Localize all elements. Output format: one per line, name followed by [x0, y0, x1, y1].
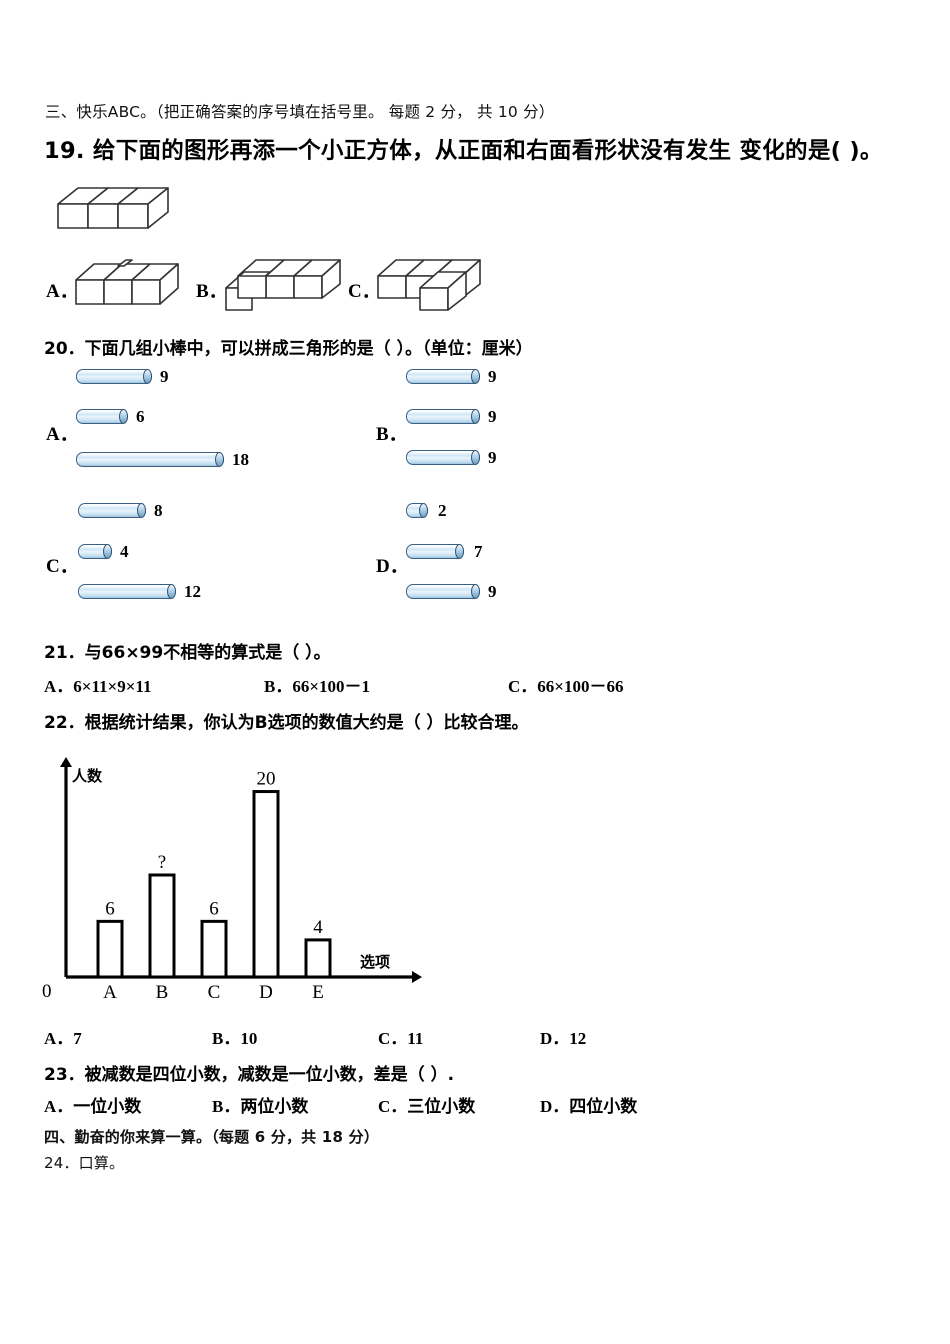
stick-d-2: [406, 544, 464, 559]
svg-text:4: 4: [313, 917, 323, 938]
stick-c-3-label: 12: [184, 582, 201, 601]
question-24-stem: 24．口算。: [44, 1154, 125, 1172]
q20-option-d-letter[interactable]: D．: [376, 556, 409, 577]
stick-d-2-label: 7: [474, 542, 483, 561]
stick-a-2-label: 6: [136, 407, 145, 426]
stick-b-1: [406, 369, 480, 384]
stick-a-3: [76, 452, 224, 467]
stick-a-3-label: 18: [232, 450, 249, 469]
q19-base-figure: [56, 182, 176, 238]
q23-option-c[interactable]: C．三位小数: [378, 1097, 476, 1116]
svg-text:D: D: [259, 982, 273, 1003]
q19-option-c-figure[interactable]: [376, 254, 492, 316]
question-21-stem: 21．与66×99不相等的算式是（ ）。: [44, 643, 331, 663]
stick-d-1: [406, 503, 428, 518]
q19-option-c-letter[interactable]: C．: [348, 281, 381, 302]
question-20-stem: 20．下面几组小棒中，可以拼成三角形的是（ ）。（单位：厘米）: [44, 339, 533, 359]
question-22-stem: 22．根据统计结果，你认为B选项的数值大约是（ ）比较合理。: [44, 713, 529, 733]
q19-option-b-letter[interactable]: B．: [196, 281, 228, 302]
svg-text:?: ?: [158, 852, 166, 873]
svg-text:选项: 选项: [360, 953, 390, 971]
stick-c-2-label: 4: [120, 542, 129, 561]
section-four-heading: 四、勤奋的你来算一算。（每题 6 分，共 18 分）: [44, 1128, 379, 1146]
stick-a-1-label: 9: [160, 367, 169, 386]
svg-text:B: B: [156, 982, 169, 1003]
svg-text:6: 6: [105, 898, 115, 919]
stick-b-3: [406, 450, 480, 465]
svg-text:20: 20: [257, 769, 276, 790]
q21-option-c[interactable]: C．66×100－66: [508, 677, 624, 696]
q20-option-c-letter[interactable]: C．: [46, 556, 79, 577]
stick-a-1: [76, 369, 152, 384]
svg-text:6: 6: [209, 898, 219, 919]
q19-option-b-figure[interactable]: [224, 254, 344, 316]
stick-c-2: [78, 544, 112, 559]
q19-option-a-figure[interactable]: [74, 256, 186, 314]
stick-b-2: [406, 409, 480, 424]
q23-option-b[interactable]: B．两位小数: [212, 1097, 309, 1116]
svg-text:人数: 人数: [72, 767, 103, 785]
svg-text:0: 0: [42, 981, 52, 1002]
q22-option-c[interactable]: C．11: [378, 1029, 424, 1048]
question-19-stem: 19. 给下面的图形再添一个小正方体，从正面和右面看形状没有发生 变化的是( )…: [44, 138, 883, 164]
stick-d-3: [406, 584, 480, 599]
svg-text:C: C: [208, 982, 221, 1003]
q23-option-d[interactable]: D．四位小数: [540, 1097, 638, 1116]
stick-b-2-label: 9: [488, 407, 497, 426]
stick-a-2: [76, 409, 128, 424]
stick-d-1-label: 2: [438, 501, 447, 520]
q21-option-b[interactable]: B．66×100－1: [264, 677, 371, 696]
q19-option-a-letter[interactable]: A．: [46, 281, 79, 302]
q22-option-a[interactable]: A．7: [44, 1029, 82, 1048]
stick-d-3-label: 9: [488, 582, 497, 601]
q22-option-b[interactable]: B．10: [212, 1029, 258, 1048]
stick-c-1: [78, 503, 146, 518]
svg-text:E: E: [312, 982, 324, 1003]
section-three-heading: 三、快乐ABC。（把正确答案的序号填在括号里。 每题 2 分， 共 10 分）: [45, 103, 555, 121]
stick-c-3: [78, 584, 176, 599]
svg-text:A: A: [103, 982, 117, 1003]
stick-b-3-label: 9: [488, 448, 497, 467]
q20-option-a-letter[interactable]: A．: [46, 424, 79, 445]
question-23-stem: 23．被减数是四位小数，减数是一位小数，差是（ ）.: [44, 1065, 455, 1085]
stick-b-1-label: 9: [488, 367, 497, 386]
stick-c-1-label: 8: [154, 501, 163, 520]
q23-option-a[interactable]: A．一位小数: [44, 1097, 142, 1116]
q21-option-a[interactable]: A．6×11×9×11: [44, 677, 152, 696]
q22-option-d[interactable]: D．12: [540, 1029, 587, 1048]
q20-option-b-letter[interactable]: B．: [376, 424, 408, 445]
